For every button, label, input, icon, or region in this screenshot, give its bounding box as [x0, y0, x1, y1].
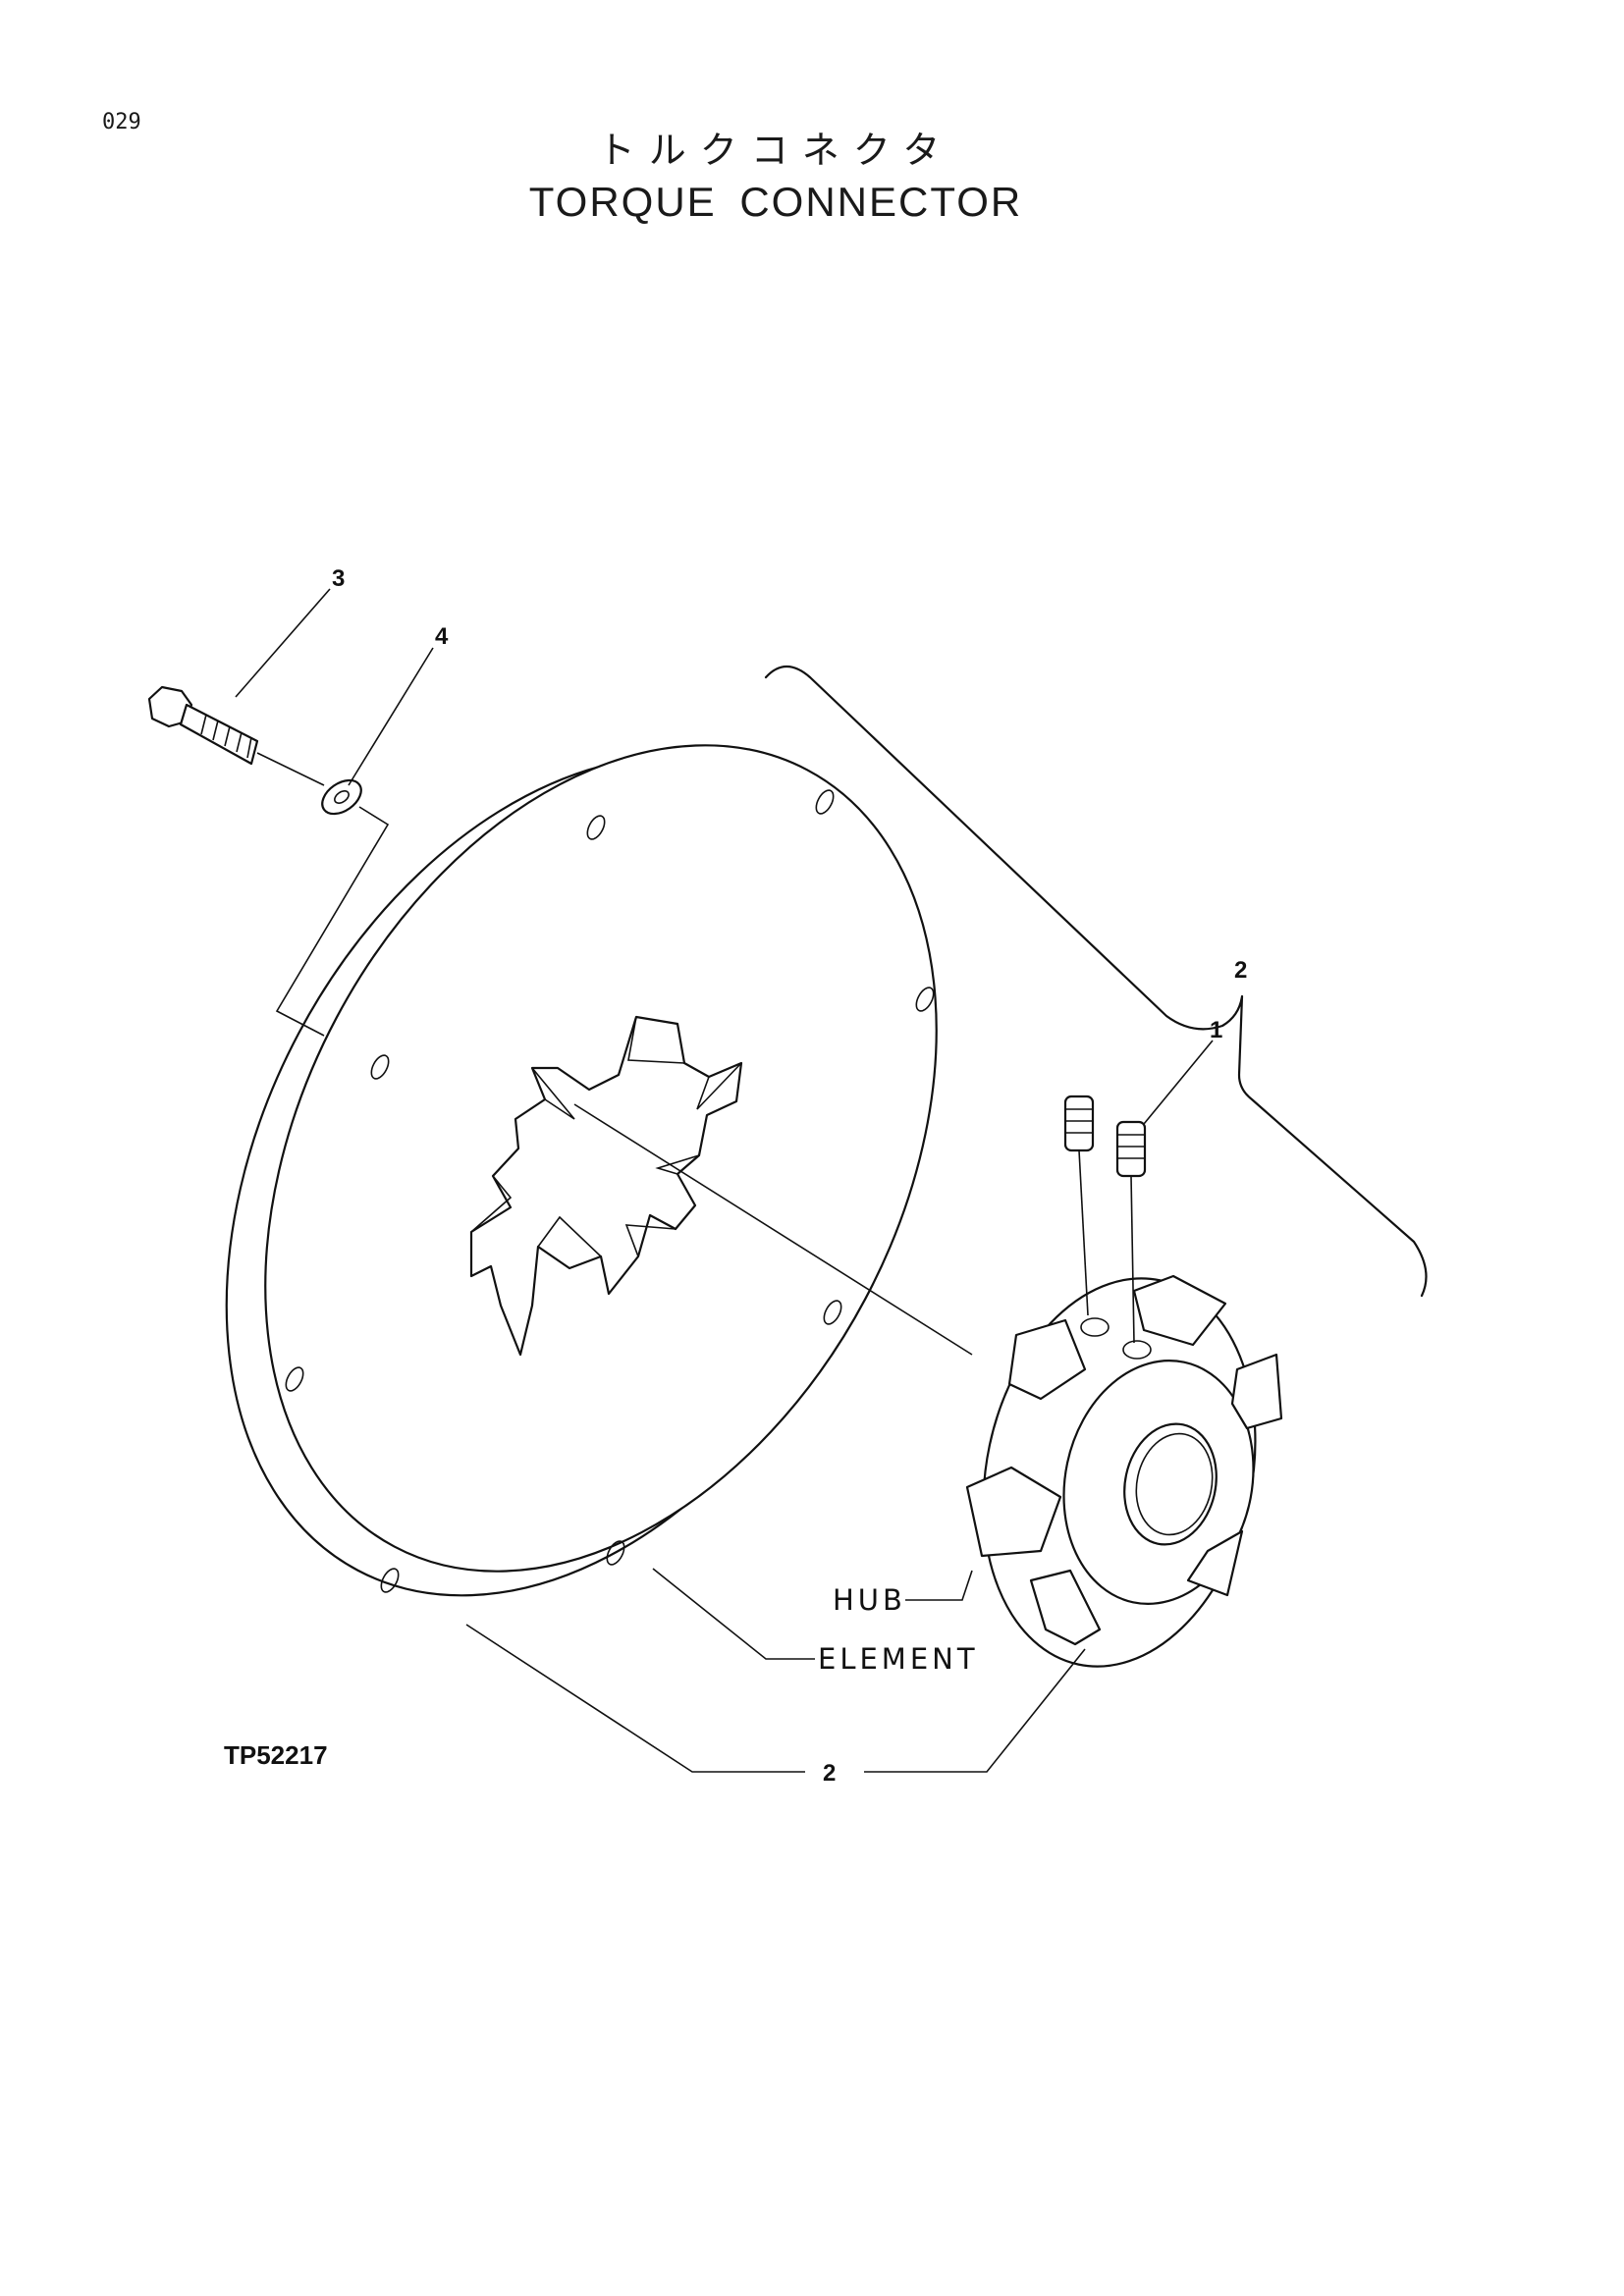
- callout-2-top: 2: [1234, 957, 1247, 984]
- title-english: TORQUE CONNECTOR: [528, 179, 1023, 225]
- coupling-hub: [965, 1274, 1283, 1668]
- coupling-element-disc: [225, 744, 938, 1597]
- hub-label: HUB: [833, 1583, 906, 1617]
- set-screws-part-1: [1063, 1095, 1147, 1344]
- bolt-part-3: [147, 685, 325, 786]
- washer-part-4: [275, 778, 390, 1037]
- callout-3: 3: [332, 565, 345, 592]
- title-block: トルクコネクタ TORQUE CONNECTOR: [0, 126, 1551, 230]
- element-label: ELEMENT: [818, 1642, 979, 1676]
- leader-lines: [235, 588, 1428, 1773]
- figure-code: TP52217: [224, 1740, 328, 1770]
- callout-4: 4: [435, 623, 449, 650]
- page-number: 029: [102, 110, 141, 134]
- callout-1: 1: [1210, 1017, 1222, 1043]
- title-japanese: トルクコネクタ: [597, 129, 954, 172]
- callout-2-bottom: 2: [823, 1760, 836, 1787]
- assembly-axis: [573, 1103, 973, 1356]
